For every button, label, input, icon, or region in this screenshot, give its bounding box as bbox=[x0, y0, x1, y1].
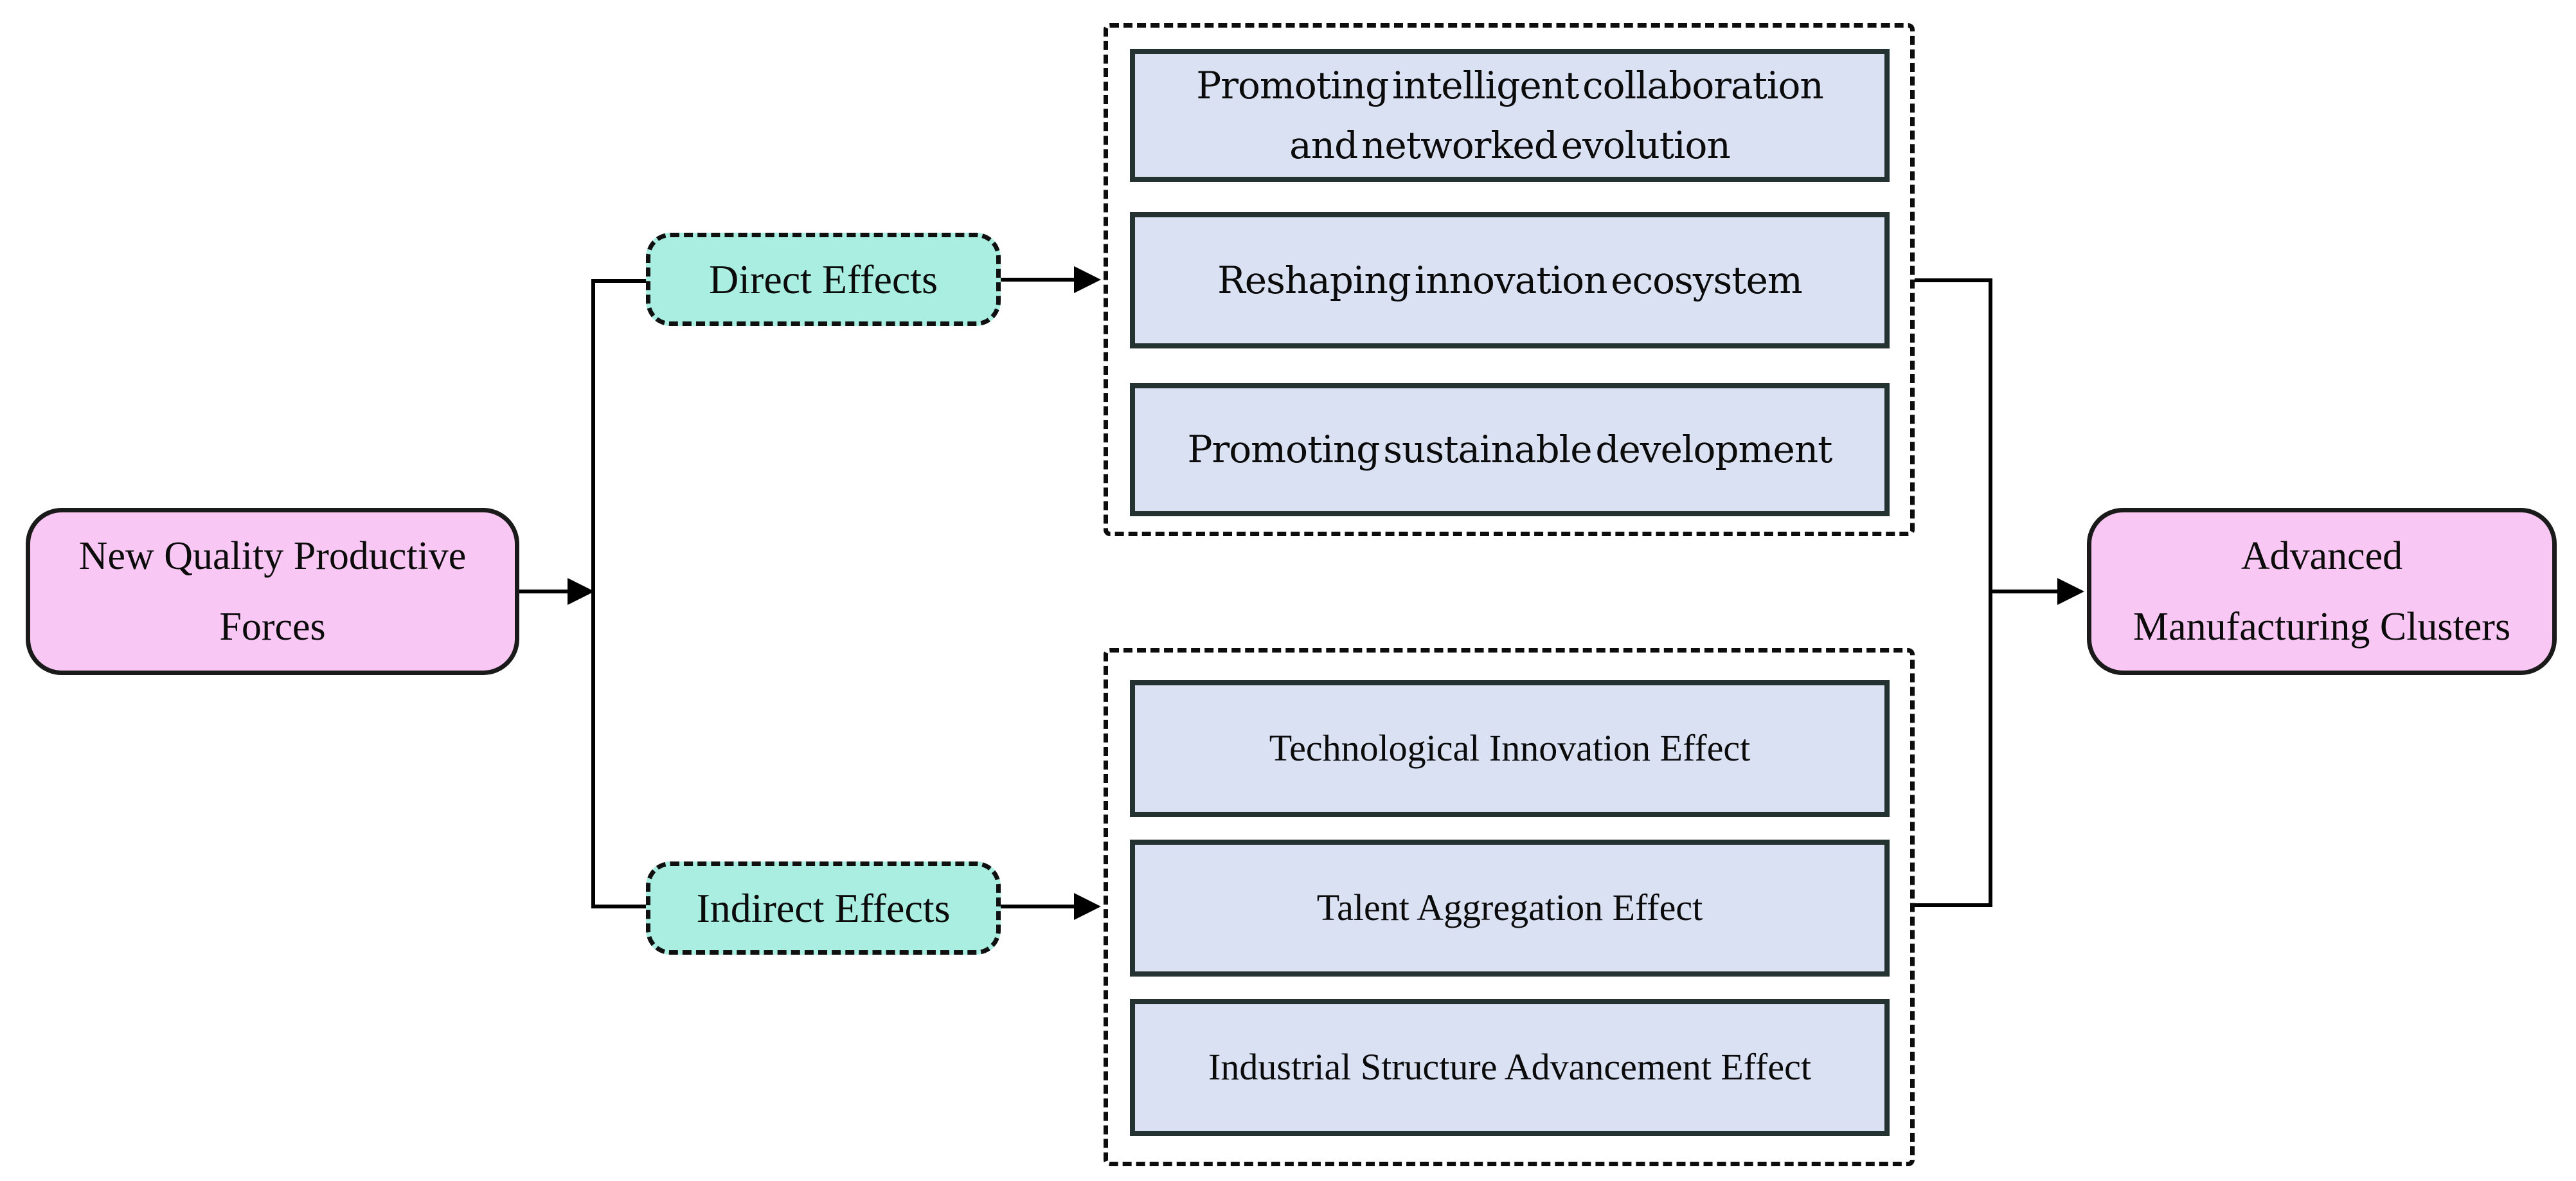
indirect-effect-item: Talent Aggregation Effect bbox=[1130, 840, 1890, 977]
node-label-line: Advanced bbox=[2241, 534, 2403, 578]
edge-groups-to-junction bbox=[1915, 278, 1992, 907]
item-label: Technological Innovation Effect bbox=[1269, 727, 1751, 770]
node-label-line: Manufacturing Clusters bbox=[2133, 605, 2511, 649]
item-label: Promoting sustainable development bbox=[1187, 428, 1833, 472]
edge-source-to-junction bbox=[519, 578, 595, 605]
item-label: Industrial Structure Advancement Effect bbox=[1208, 1046, 1811, 1088]
edge-direct-to-group bbox=[1001, 266, 1101, 293]
indirect-effect-item: Technological Innovation Effect bbox=[1130, 680, 1890, 817]
item-label: Promoting intelligent collaboration and … bbox=[1196, 63, 1823, 167]
indirect-effects-group bbox=[1104, 648, 1915, 1166]
edge-indirect-to-group bbox=[1001, 893, 1101, 920]
indirect-effect-item: Industrial Structure Advancement Effect bbox=[1130, 999, 1890, 1136]
node-indirect-effects: Indirect Effects bbox=[646, 861, 1001, 955]
item-label: Talent Aggregation Effect bbox=[1316, 887, 1703, 929]
direct-effects-group bbox=[1104, 23, 1915, 536]
direct-effect-item: Promoting intelligent collaboration and … bbox=[1130, 49, 1890, 182]
node-direct-effects: Direct Effects bbox=[646, 233, 1001, 326]
item-label: Reshaping innovation ecosystem bbox=[1217, 258, 1803, 302]
edge-junction-to-target bbox=[1990, 578, 2084, 605]
direct-effect-item: Promoting sustainable development bbox=[1130, 383, 1890, 516]
node-new-quality-productive-forces: New Quality Productive Forces bbox=[26, 508, 519, 675]
edge-junction-branches bbox=[591, 279, 650, 908]
node-advanced-manufacturing-clusters: Advanced Manufacturing Clusters bbox=[2087, 508, 2557, 675]
node-label-line: Forces bbox=[219, 605, 326, 649]
node-label: Direct Effects bbox=[709, 256, 938, 302]
node-label: Indirect Effects bbox=[696, 885, 951, 931]
direct-effect-item: Reshaping innovation ecosystem bbox=[1130, 212, 1890, 348]
node-label-line: New Quality Productive bbox=[78, 534, 467, 578]
